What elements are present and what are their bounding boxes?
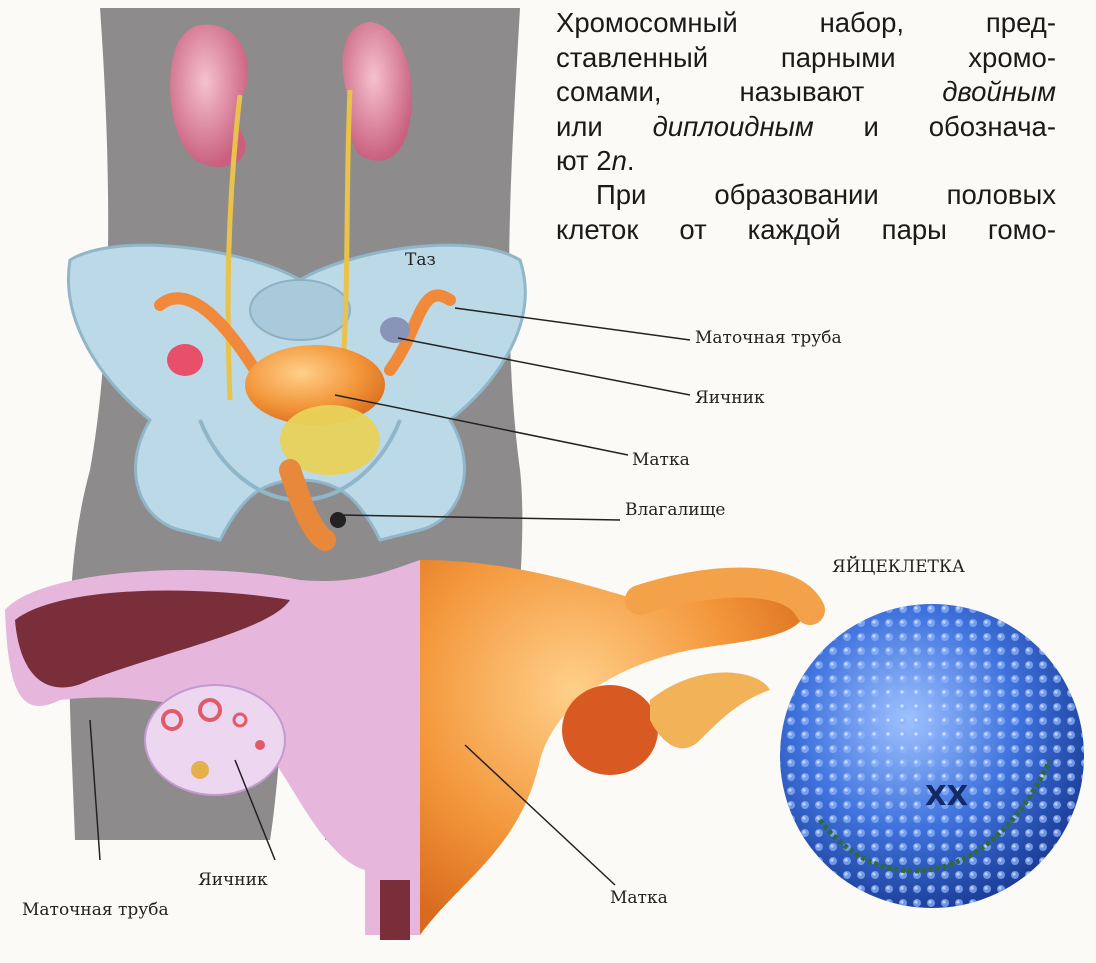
text-paragraph-2: При образовании половых клеток от каждой… bbox=[556, 178, 1056, 247]
text-line: или диплоидным и обознача- bbox=[556, 110, 1056, 145]
text-run: или bbox=[556, 111, 653, 142]
text-line: ставленный парными хромо- bbox=[556, 41, 1056, 76]
label-uterus-lower: Матка bbox=[610, 888, 668, 908]
emphasis-term: диплоидным bbox=[653, 111, 814, 142]
emphasis-term: двойным bbox=[942, 76, 1056, 107]
text-line: При образовании половых bbox=[556, 178, 1056, 213]
label-tube-upper: Маточная труба bbox=[695, 328, 842, 348]
label-ovary-lower: Яичник bbox=[198, 870, 268, 890]
label-vagina: Влагалище bbox=[625, 500, 725, 520]
uterus-external-view bbox=[420, 560, 810, 935]
label-egg-title: ЯЙЦЕКЛЕТКА bbox=[832, 557, 965, 577]
text-line: сомами, называют двойным bbox=[556, 75, 1056, 110]
text-line: ют 2n. bbox=[556, 144, 1056, 179]
text-run: сомами, называют bbox=[556, 76, 942, 107]
text-run: ют 2 bbox=[556, 145, 612, 176]
emphasis-term: n bbox=[612, 145, 627, 176]
text-line: клеток от каждой пары гомо- bbox=[556, 213, 1056, 248]
text-line: Хромосомный набор, пред- bbox=[556, 6, 1056, 41]
svg-text:XX: XX bbox=[925, 779, 969, 812]
text-paragraph-1: Хромосомный набор, пред- ставленный парн… bbox=[556, 6, 1056, 179]
text-run: и обознача- bbox=[814, 111, 1056, 142]
label-ovary-upper: Яичник bbox=[695, 388, 765, 408]
label-tube-lower: Маточная труба bbox=[22, 900, 169, 920]
label-pelvis: Таз bbox=[405, 250, 436, 270]
egg-cell-illustration: XX bbox=[780, 604, 1084, 908]
text-run: . bbox=[627, 145, 635, 176]
label-uterus-upper: Матка bbox=[632, 450, 690, 470]
